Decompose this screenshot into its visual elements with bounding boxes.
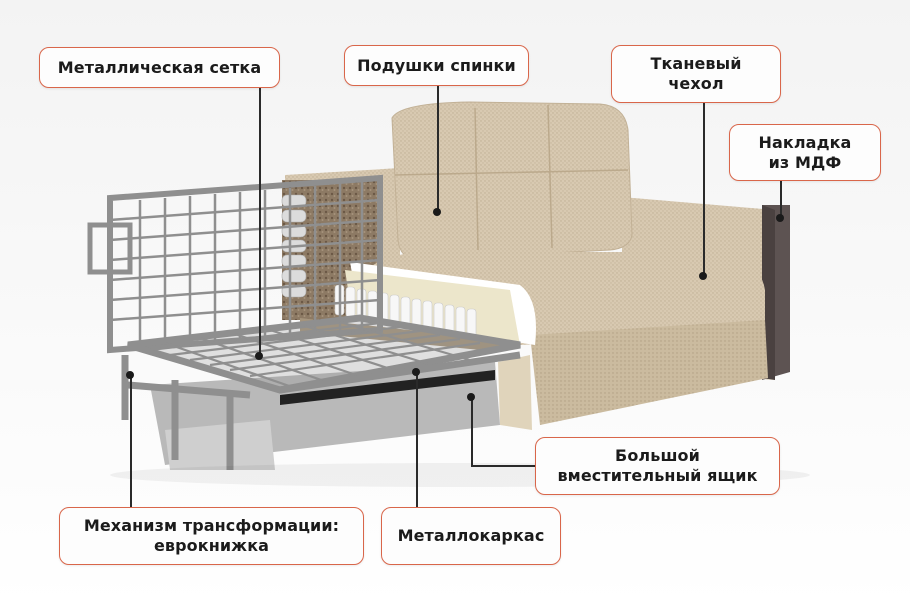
leader-storage-box-v: [471, 397, 473, 465]
label-text: Подушки спинки: [357, 55, 516, 75]
back-cushion: [391, 101, 633, 261]
leader-mdf-overlay: [780, 180, 782, 216]
leader-metal-mesh: [259, 87, 261, 355]
storage-box: [150, 362, 500, 470]
dot-transform-mechanism: [126, 371, 134, 379]
dot-mdf-overlay: [776, 214, 784, 222]
leader-storage-box-h: [471, 465, 536, 467]
label-metal-frame: Металлокаркас: [381, 507, 561, 565]
label-mdf-overlay: Накладка из МДФ: [729, 124, 881, 181]
label-transform-mechanism: Механизм трансформации: еврокнижка: [59, 507, 364, 565]
dot-fabric-cover: [699, 272, 707, 280]
label-text: Механизм трансформации: еврокнижка: [83, 516, 340, 555]
metal-mesh-back: [87, 174, 521, 470]
label-metal-mesh: Металлическая сетка: [39, 47, 280, 88]
dot-metal-mesh: [255, 352, 263, 360]
label-text: Накладка из МДФ: [758, 132, 852, 172]
leader-back-cushions: [437, 85, 439, 209]
label-text: Металлическая сетка: [57, 57, 262, 77]
dot-metal-frame: [412, 368, 420, 376]
label-fabric-cover: Тканевый чехол: [611, 45, 781, 103]
label-back-cushions: Подушки спинки: [344, 45, 529, 86]
label-text: Металлокаркас: [397, 526, 545, 545]
label-storage-box: Большой вместительный ящик: [535, 437, 780, 495]
leader-fabric-cover: [703, 103, 705, 275]
dot-back-cushions: [433, 208, 441, 216]
label-text: Большой вместительный ящик: [557, 446, 758, 485]
leader-transform-mechanism: [130, 375, 132, 508]
seat-cushion: [360, 252, 768, 430]
leader-metal-frame: [416, 372, 418, 508]
dot-storage-box: [467, 393, 475, 401]
label-text: Тканевый чехол: [650, 54, 742, 93]
